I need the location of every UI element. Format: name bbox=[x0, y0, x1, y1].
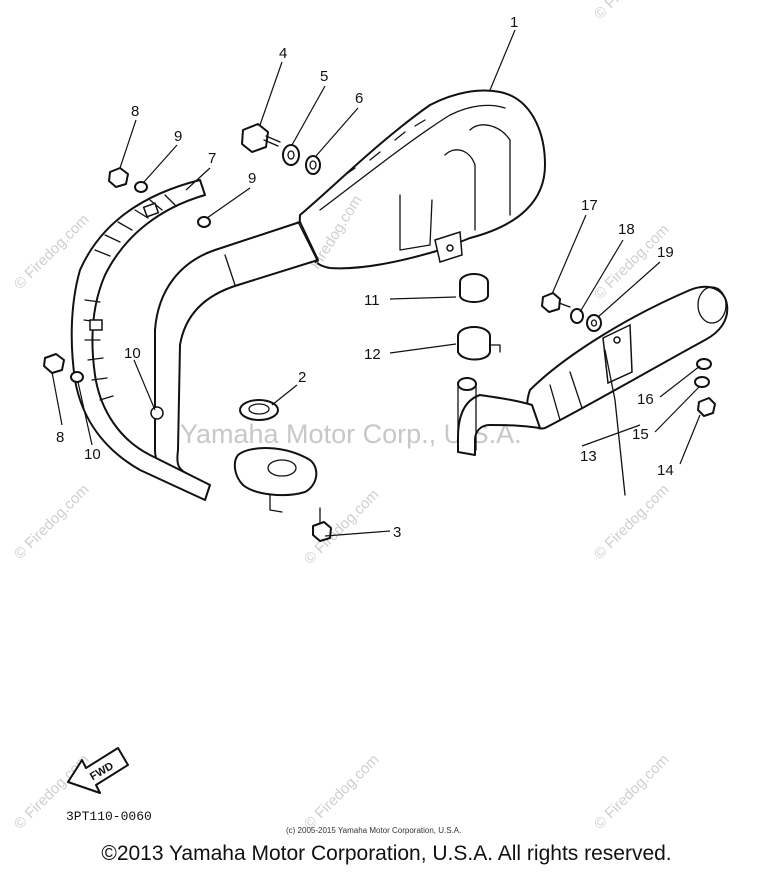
part-5-washer bbox=[282, 144, 300, 166]
watermark: © Firedog.com bbox=[591, 0, 673, 23]
part-8-nut-bottom bbox=[43, 353, 65, 374]
part-label-18: 18 bbox=[618, 221, 635, 238]
watermark: © Firedog.com bbox=[591, 481, 673, 563]
part-label-13: 13 bbox=[580, 448, 597, 465]
part-label-8-top: 8 bbox=[131, 103, 139, 120]
part-label-15: 15 bbox=[632, 426, 649, 443]
part-16-grommet bbox=[696, 358, 712, 370]
part-6-washer bbox=[305, 155, 321, 175]
part-19-washer bbox=[586, 314, 602, 332]
part-9-washer-top bbox=[134, 181, 148, 193]
part-18-washer bbox=[570, 308, 584, 324]
part-label-3: 3 bbox=[393, 524, 401, 541]
part-label-6: 6 bbox=[355, 90, 363, 107]
part-11-gasket bbox=[459, 273, 489, 303]
part-label-5: 5 bbox=[320, 68, 328, 85]
part-label-14: 14 bbox=[657, 462, 674, 479]
fwd-arrow: FWD bbox=[67, 747, 129, 794]
part-label-2: 2 bbox=[298, 369, 306, 386]
part-12-clamp bbox=[457, 326, 501, 361]
exhaust-pipe bbox=[154, 221, 319, 513]
small-copyright: (c) 2005-2015 Yamaha Motor Corporation, … bbox=[286, 826, 461, 835]
part-8-nut-top bbox=[108, 167, 129, 188]
part-label-19: 19 bbox=[657, 244, 674, 261]
part-label-1: 1 bbox=[510, 14, 518, 31]
part-9-washer-mid bbox=[197, 216, 211, 228]
part-13-muffler bbox=[457, 285, 729, 496]
part-label-11: 11 bbox=[364, 292, 380, 309]
part-2-gasket bbox=[239, 399, 279, 421]
part-label-10-bottom: 10 bbox=[84, 446, 101, 463]
watermark: © Firedog.com bbox=[591, 751, 673, 833]
part-label-10-mid: 10 bbox=[124, 345, 141, 362]
part-number-labels: 1 2 3 4 5 6 7 8 9 9 10 10 8 11 12 13 14 … bbox=[56, 14, 674, 541]
part-label-8-bottom: 8 bbox=[56, 429, 64, 446]
part-label-7: 7 bbox=[208, 150, 216, 167]
part-4-bolt bbox=[241, 123, 281, 153]
part-17-bolt bbox=[541, 292, 571, 313]
watermark: © Firedog.com bbox=[301, 751, 383, 833]
part-1-silencer bbox=[298, 89, 546, 270]
watermark: © Firedog.com bbox=[11, 481, 93, 563]
part-15-collar bbox=[694, 376, 710, 388]
leader-lines bbox=[51, 29, 701, 537]
part-14-bolt bbox=[697, 397, 716, 417]
drawing-code: 3PT110-0060 bbox=[66, 809, 152, 824]
part-10-washer-bottom bbox=[70, 371, 84, 383]
footer-copyright: ©2013 Yamaha Motor Corporation, U.S.A. A… bbox=[101, 842, 672, 865]
part-label-16: 16 bbox=[637, 391, 654, 408]
part-label-9-mid: 9 bbox=[248, 170, 256, 187]
part-label-12: 12 bbox=[364, 346, 381, 363]
part-label-4: 4 bbox=[279, 45, 287, 62]
part-label-9-top: 9 bbox=[174, 128, 182, 145]
part-label-17: 17 bbox=[581, 197, 598, 214]
